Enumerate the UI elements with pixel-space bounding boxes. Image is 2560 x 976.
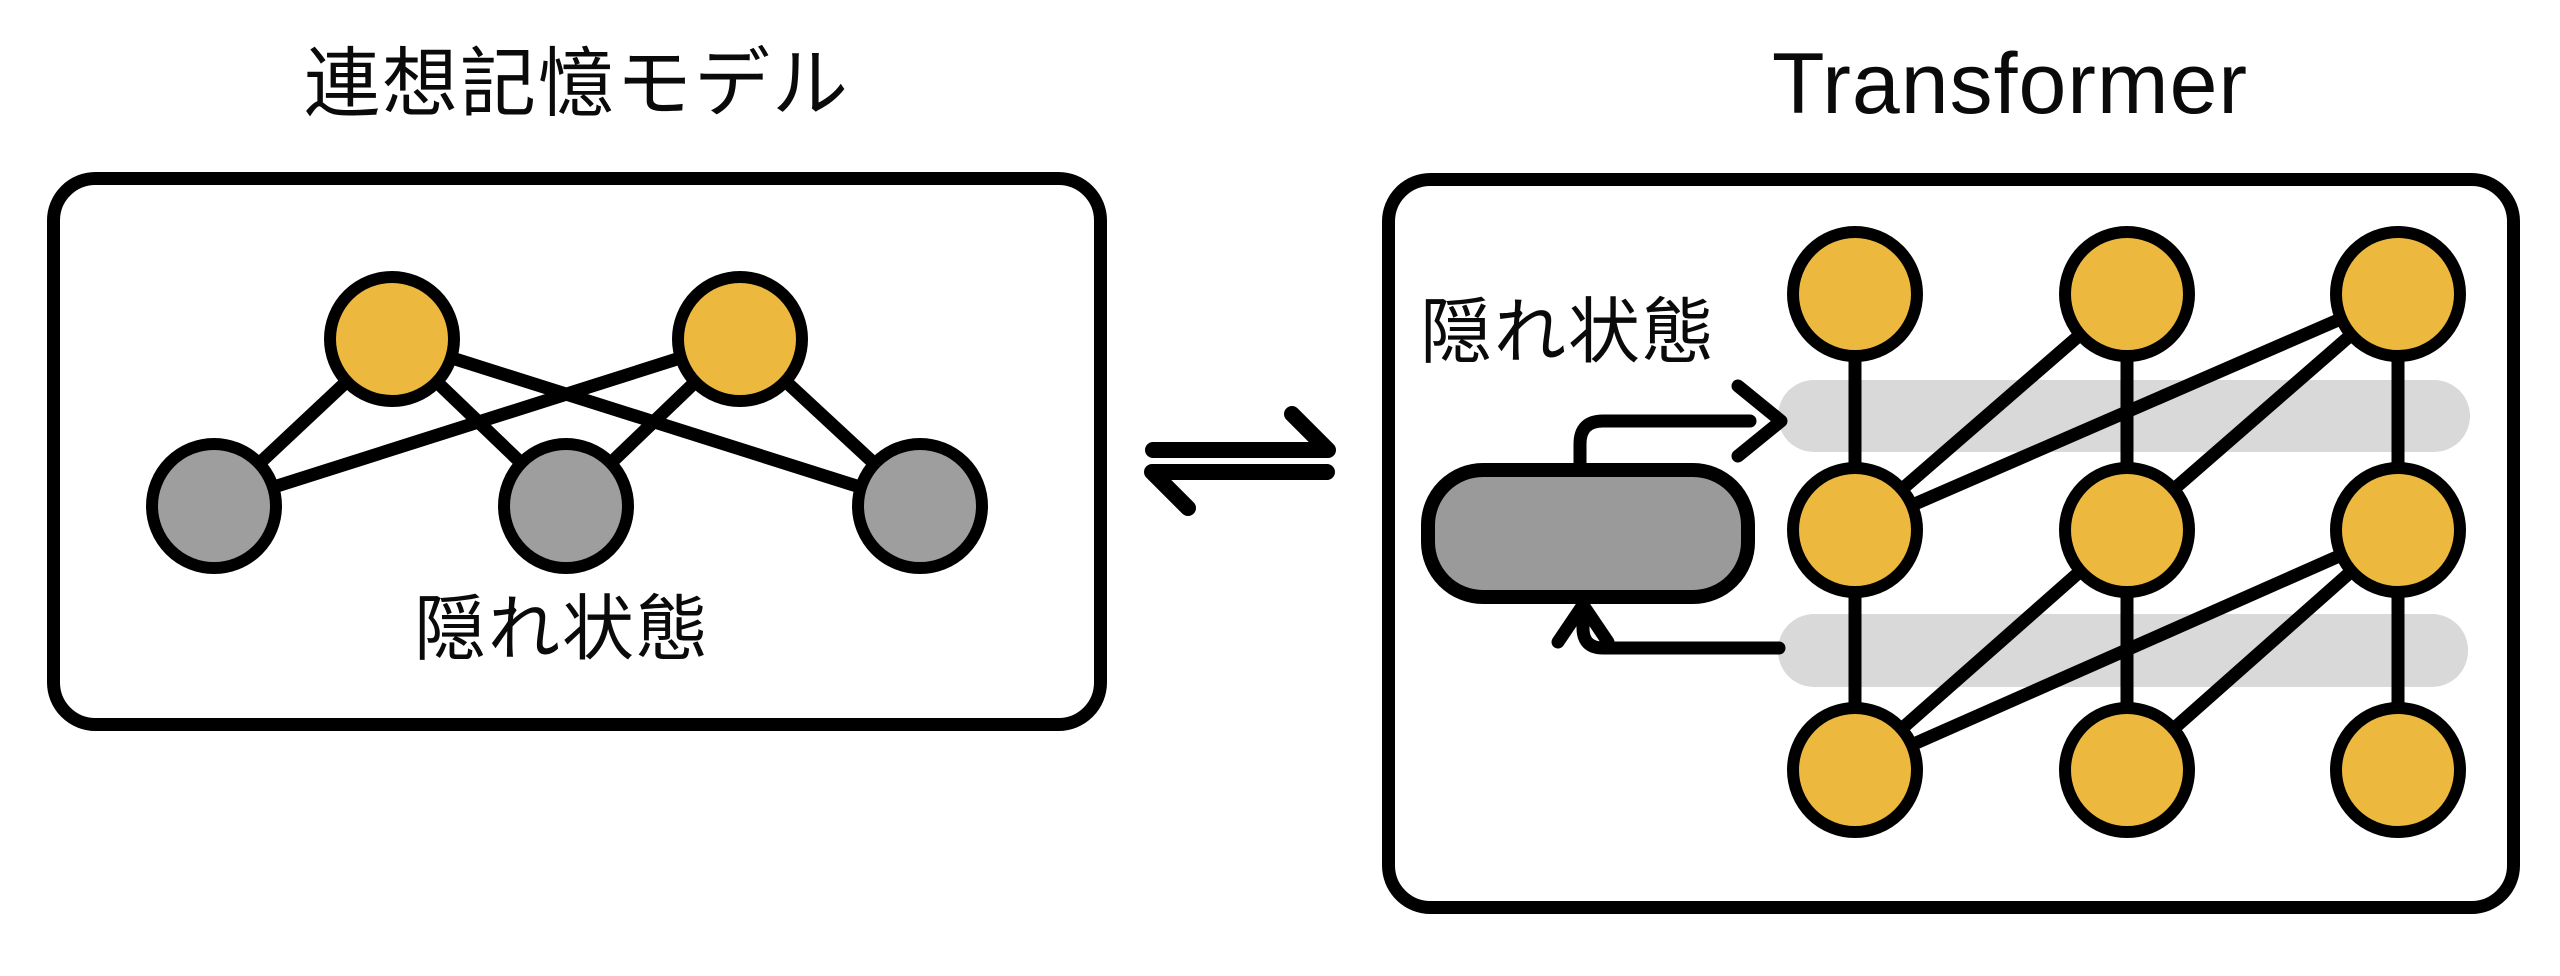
equilibrium-arrows-icon [1144,406,1336,516]
token-node [1787,462,1923,598]
edge-y2-g1 [207,332,747,513]
attention-edge [1848,287,2405,537]
visible-node [324,271,460,407]
left-harpoon-icon [1144,464,1335,516]
left-panel-hidden-nodes [146,438,988,574]
hidden-node [852,438,988,574]
bar-to-state-arrowhead-icon [1551,598,1615,649]
visible-node [672,271,808,407]
hidden-node [498,438,634,574]
left-panel-visible-nodes [324,271,808,407]
token-grid [1787,226,2466,838]
right-harpoon-icon [1145,406,1336,458]
attention-edge [1848,523,2405,777]
left-panel-title: 連想記憶モデル [304,42,850,127]
right-panel: 隠れ状態 [1382,173,2520,914]
right-hidden-state-label: 隠れ状態 [1420,293,1716,373]
left-panel: 隠れ状態 [47,172,1107,731]
hidden-state-box [1421,463,1755,604]
token-node [1787,226,1923,362]
token-node [2059,702,2195,838]
token-node [2059,226,2195,362]
token-node [2330,226,2466,362]
hidden-node [146,438,282,574]
token-node [2330,702,2466,838]
bar-to-state-arrow-shaft [1576,603,1786,655]
token-node [2330,462,2466,598]
state-to-bar-arrowhead-icon [1731,379,1788,463]
recurrence-arrows [1551,379,1788,655]
token-node [1787,702,1923,838]
state-to-bar-arrow-shaft [1573,414,1757,475]
right-panel-title: Transformer [1772,36,2248,132]
token-node [2059,462,2195,598]
left-hidden-state-label: 隠れ状態 [414,590,710,670]
